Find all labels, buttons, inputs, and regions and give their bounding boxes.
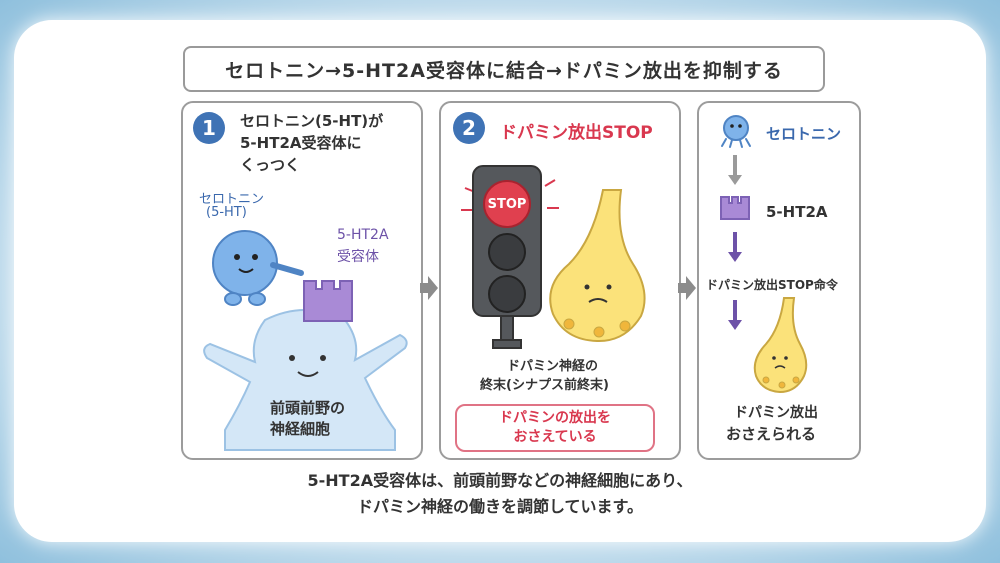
summary-step-result-line1: ドパミン放出 (734, 405, 818, 421)
summary-step-result-line2: おさえられる (726, 425, 817, 443)
step-2-heading: ドパミン放出STOP (500, 123, 653, 143)
arrow-down-purple-icon (728, 232, 742, 262)
step-1-badge: 1 (193, 112, 225, 144)
footer-line1: 5-HT2A受容体は、前頭前野などの神経細胞にあり、 (307, 471, 693, 490)
footer-line2: ドパミン神経の働きを調節しています。 (357, 497, 643, 516)
arrow-down-purple-icon (728, 300, 742, 330)
dopamine-terminal-illustration (549, 189, 646, 343)
terminal-label-line2: 終末(シナプス前終末) (480, 378, 609, 393)
page-title: セロトニン→5-HT2A受容体に結合→ドパミン放出を抑制する (183, 46, 825, 92)
receptor-shape (303, 280, 353, 322)
step-2-badge: 2 (453, 112, 485, 144)
arrow-right-icon (678, 276, 696, 300)
step-1-heading-line2: 5-HT2A受容体に (240, 134, 362, 152)
terminal-label-line1: ドパミン神経の (507, 359, 599, 374)
step-1-heading-line1: セロトニン(5-HT)が (240, 112, 384, 130)
serotonin-label-line2: (5-HT) (206, 205, 247, 220)
stop-light: STOP (483, 180, 531, 228)
arrow-right-icon (420, 276, 438, 300)
summary-step-serotonin: セロトニン (766, 125, 842, 143)
receptor-small-icon (720, 196, 750, 220)
inhibition-note-line2: おさえている (513, 429, 597, 445)
inhibition-note-box: ドパミンの放出を おさえている (455, 404, 655, 452)
arrow-down-gray-icon (728, 155, 742, 185)
receptor-label-line1: 5-HT2A (337, 227, 389, 243)
panel-summary (697, 101, 861, 460)
serotonin-label-line1: セロトニン (199, 192, 265, 207)
dopamine-terminal-small-icon (753, 297, 808, 394)
summary-step-receptor: 5-HT2A (766, 203, 828, 221)
inhibition-note-line1: ドパミンの放出を (499, 410, 611, 426)
step-1-heading-line3: くっつく (240, 156, 301, 174)
neuron-label-line2: 神経細胞 (270, 420, 331, 438)
summary-step-command: ドパミン放出STOP命令 (706, 278, 838, 292)
neuron-cell-illustration (203, 309, 408, 451)
receptor-label-line2: 受容体 (337, 249, 379, 265)
serotonin-small-icon (721, 115, 751, 148)
serotonin-character (212, 230, 304, 306)
neuron-label-line1: 前頭前野の (270, 399, 346, 417)
